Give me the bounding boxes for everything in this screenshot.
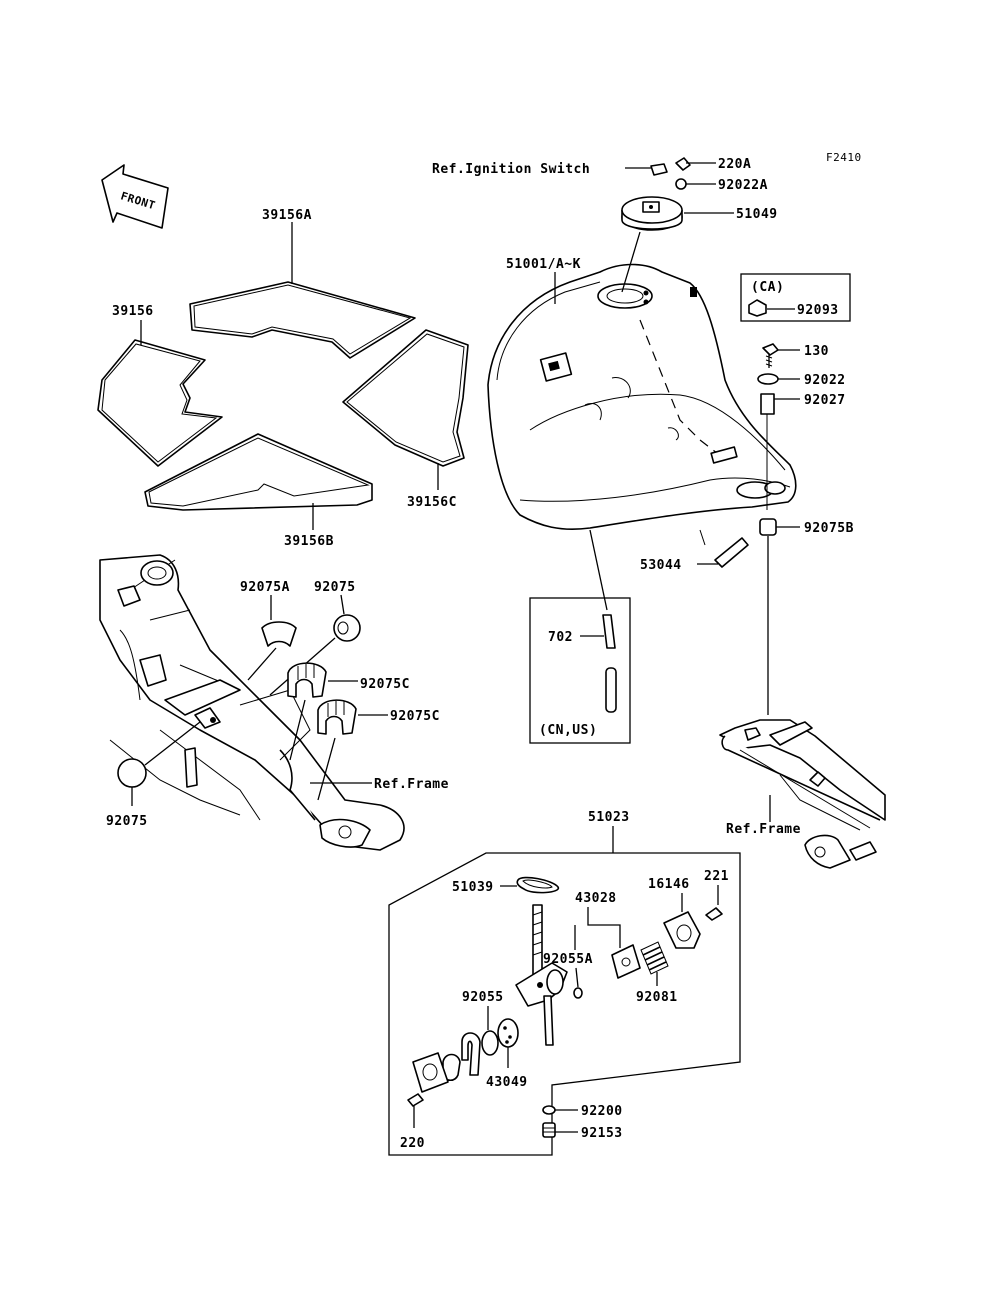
gasket-43049	[497, 1018, 519, 1048]
pad-39156C	[342, 329, 469, 467]
label-39156: 39156	[112, 304, 154, 319]
ignition-cylinder	[625, 163, 668, 176]
label-220A: 220A	[718, 157, 751, 172]
pad-39156A	[189, 281, 416, 359]
label-92081: 92081	[636, 990, 678, 1005]
label-16146: 16146	[648, 877, 690, 892]
screw-220	[407, 1093, 424, 1107]
label-92075A: 92075A	[240, 580, 290, 595]
label-39156B: 39156B	[284, 534, 334, 549]
damper-92075A	[261, 621, 297, 647]
diaphragm-43028	[611, 944, 641, 979]
label-53044: 53044	[640, 558, 682, 573]
ca-box: (CA) 92093	[740, 273, 851, 322]
label-92075-top: 92075	[314, 580, 356, 595]
label-ref-frame-right: Ref.Frame	[726, 822, 801, 837]
label-51039: 51039	[452, 880, 494, 895]
screw-220A	[675, 157, 716, 171]
figure-code: F2410	[826, 151, 862, 164]
pin-53044	[714, 537, 749, 568]
grommet-92075-bottom	[117, 758, 147, 788]
pad-39156	[97, 339, 223, 467]
frame-right	[719, 719, 886, 869]
label-51001: 51001/A~K	[506, 257, 581, 272]
label-39156A: 39156A	[262, 208, 312, 223]
label-ref-ignition-switch: Ref.Ignition Switch	[432, 162, 590, 177]
grommet-92075-top	[333, 614, 361, 642]
label-92075C-2: 92075C	[390, 709, 440, 724]
label-92153: 92153	[581, 1126, 623, 1141]
spring-92081	[640, 941, 669, 975]
cn-us-box: 702 (CN,US)	[529, 597, 631, 744]
label-51023: 51023	[588, 810, 630, 825]
pad-39156B	[144, 433, 373, 511]
screw-221	[705, 907, 723, 921]
washer-92022A	[675, 178, 716, 190]
label-92200: 92200	[581, 1104, 623, 1119]
plate-16146	[663, 911, 701, 949]
label-702: 702	[548, 630, 573, 645]
clip-92075C-2	[317, 699, 357, 735]
oring-92055A	[573, 987, 583, 999]
label-221: 221	[704, 869, 729, 884]
fuel-cock-lever	[461, 1032, 481, 1076]
fuel-cap	[621, 196, 683, 231]
label-92093: 92093	[797, 303, 839, 318]
fuel-cock-cover	[412, 1052, 449, 1093]
washer-92200	[542, 1105, 556, 1115]
label-92022: 92022	[804, 373, 846, 388]
bolt-130	[762, 343, 800, 368]
clip-92075C-1	[287, 662, 327, 698]
label-220: 220	[400, 1136, 425, 1151]
bolt-92153	[542, 1122, 556, 1138]
assembly-51023-outline	[388, 852, 741, 1156]
fuel-tank	[487, 263, 797, 546]
label-51049: 51049	[736, 207, 778, 222]
label-92075B: 92075B	[804, 521, 854, 536]
label-39156C: 39156C	[407, 495, 457, 510]
frame-left	[99, 554, 405, 851]
collar-92027	[760, 393, 800, 415]
label-92075-bottom: 92075	[106, 814, 148, 829]
damper-92075B	[759, 518, 800, 536]
oring-92055	[481, 1030, 499, 1056]
gasket-51039	[516, 876, 559, 894]
label-92075C-1: 92075C	[360, 677, 410, 692]
washer-92022	[757, 373, 800, 385]
fuel-cock-body	[515, 904, 568, 1046]
label-92055: 92055	[462, 990, 504, 1005]
label-92055A: 92055A	[543, 952, 593, 967]
label-ref-frame-left: Ref.Frame	[374, 777, 449, 792]
label-130: 130	[804, 344, 829, 359]
label-43028: 43028	[575, 891, 617, 906]
front-arrow-icon: FRONT	[101, 164, 169, 229]
svg-text:(CN,US): (CN,US)	[539, 723, 597, 738]
svg-text:(CA): (CA)	[751, 280, 784, 295]
label-92027: 92027	[804, 393, 846, 408]
label-43049: 43049	[486, 1075, 528, 1090]
label-92022A: 92022A	[718, 178, 768, 193]
